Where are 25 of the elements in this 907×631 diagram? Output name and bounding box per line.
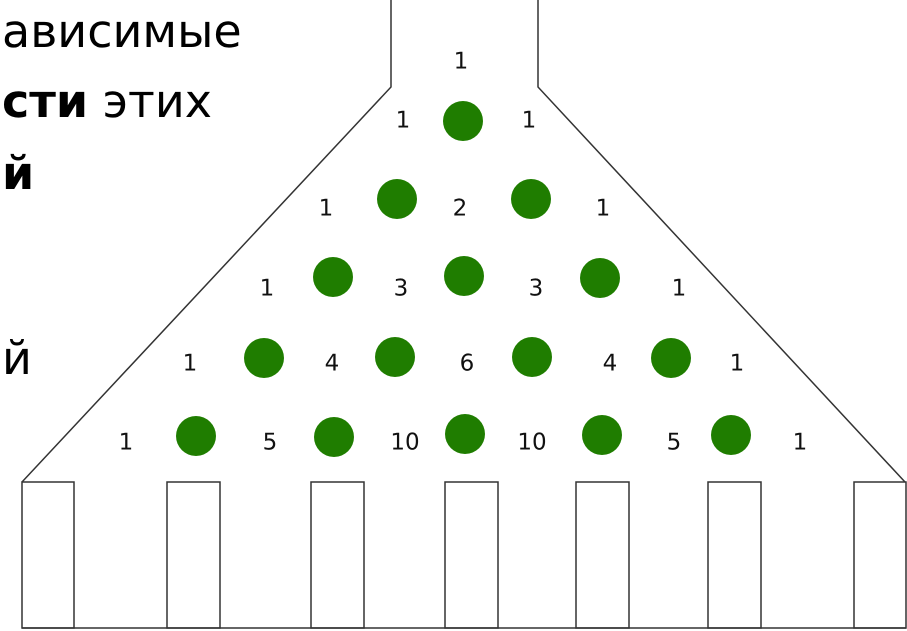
text-fragment: й — [2, 150, 34, 196]
count-number: 5 — [262, 432, 278, 454]
count-number: 4 — [602, 352, 618, 376]
count-number: 1 — [792, 432, 808, 454]
count-number: 10 — [517, 432, 547, 454]
count-number: 5 — [666, 432, 682, 454]
text-fragment: сти этих — [2, 78, 212, 124]
count-number: 1 — [454, 50, 468, 74]
text-fragment: ависимые — [2, 8, 242, 54]
count-number: 3 — [528, 278, 544, 300]
count-number: 1 — [522, 110, 536, 132]
count-number: 1 — [260, 278, 274, 300]
count-number: 10 — [390, 432, 420, 454]
text-fragment: й — [2, 335, 32, 381]
count-number: 4 — [324, 352, 340, 376]
count-number: 3 — [394, 278, 408, 300]
count-number: 1 — [672, 278, 686, 300]
count-number: 1 — [118, 432, 134, 454]
count-number: 1 — [318, 198, 334, 220]
count-number: 1 — [182, 352, 198, 376]
count-number: 1 — [596, 198, 610, 220]
count-number: 2 — [452, 198, 468, 220]
count-number: 6 — [460, 352, 474, 376]
count-number: 1 — [730, 352, 744, 376]
count-number: 1 — [396, 110, 410, 132]
